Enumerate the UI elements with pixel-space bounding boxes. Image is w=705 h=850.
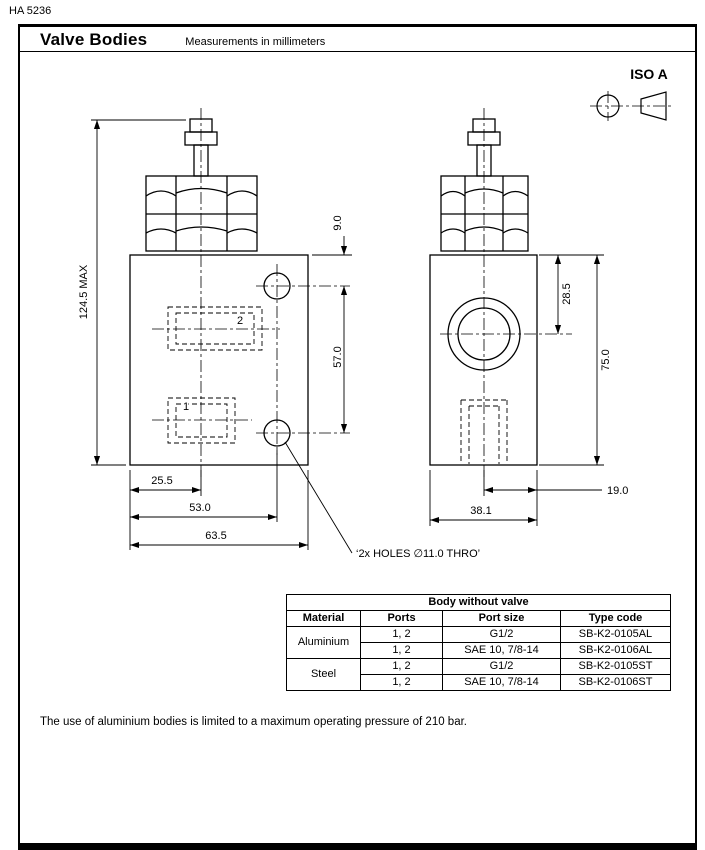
port-1-hidden-bore bbox=[167, 397, 236, 444]
body-spec-table: Body without valve Material Ports Port s… bbox=[286, 594, 671, 691]
front-view-hidden-ports bbox=[167, 306, 263, 444]
dim-label-hole-center: 53.0 bbox=[189, 502, 210, 514]
side-body-outline bbox=[429, 254, 538, 466]
side-view-dimensions: 28.5 75.0 19.0 38.1 bbox=[429, 254, 628, 526]
ports-cell: 1, 2 bbox=[360, 642, 443, 659]
table-title-row: Body without valve bbox=[286, 594, 671, 611]
footer-bar bbox=[20, 843, 695, 850]
port-size-cell: SAE 10, 7/8-14 bbox=[442, 642, 561, 659]
table-row: 1, 2 SAE 10, 7/8-14 SB-K2-0106ST bbox=[287, 674, 671, 691]
front-view-outline bbox=[129, 118, 309, 466]
holes-note: ‘2x HOLES ∅11.0 THRO’ bbox=[356, 548, 480, 560]
ports-cell: 1, 2 bbox=[360, 658, 443, 675]
port-size-cell: G1/2 bbox=[442, 626, 561, 643]
front-view-dimensions: 124.5 MAX 9.0 57.0 25.5 53.0 63.5 2 1 bbox=[78, 119, 480, 560]
port-2-hidden-bore bbox=[167, 306, 263, 351]
type-code-cell: SB-K2-0105AL bbox=[560, 626, 671, 643]
projection-cone bbox=[640, 91, 667, 121]
dim-label-port-to-top: 28.5 bbox=[561, 283, 573, 304]
material-cell: Steel bbox=[286, 658, 361, 691]
table-header-row: Material Ports Port size Type code bbox=[286, 610, 671, 627]
doc-number: HA 5236 bbox=[9, 5, 52, 17]
side-view-centerlines bbox=[440, 108, 572, 478]
dim-label-side-height: 75.0 bbox=[600, 349, 612, 370]
front-view-centerlines bbox=[152, 108, 350, 478]
port-2-label: 2 bbox=[237, 315, 243, 327]
iso-a-label: ISO A bbox=[630, 66, 668, 82]
port-size-cell: G1/2 bbox=[442, 658, 561, 675]
col-header-material: Material bbox=[286, 610, 361, 627]
front-body-outline bbox=[129, 254, 309, 466]
dim-label-center-to-edge: 19.0 bbox=[607, 485, 628, 497]
ports-cell: 1, 2 bbox=[360, 674, 443, 691]
table-row: 1, 2 SAE 10, 7/8-14 SB-K2-0106AL bbox=[287, 642, 671, 659]
side-view-outline bbox=[429, 118, 538, 466]
pressure-note: The use of aluminium bodies is limited t… bbox=[40, 716, 467, 728]
iso-projection-symbol: ISO A bbox=[590, 66, 674, 121]
dim-label-side-width: 38.1 bbox=[470, 505, 491, 517]
page-frame: Valve Bodies Measurements in millimeters bbox=[18, 24, 697, 850]
material-cell: Aluminium bbox=[286, 626, 361, 659]
col-header-type-code: Type code bbox=[560, 610, 671, 627]
dim-label-hole-to-top: 9.0 bbox=[332, 215, 344, 230]
dim-label-height-max: 124.5 MAX bbox=[78, 264, 90, 319]
side-view-hidden-bore bbox=[460, 399, 508, 464]
page-title: Valve Bodies bbox=[40, 30, 148, 49]
port-1-label: 1 bbox=[183, 401, 189, 413]
type-code-cell: SB-K2-0106ST bbox=[560, 674, 671, 691]
col-header-port-size: Port size bbox=[442, 610, 561, 627]
type-code-cell: SB-K2-0106AL bbox=[560, 642, 671, 659]
col-header-ports: Ports bbox=[360, 610, 443, 627]
dim-label-hole-spacing: 57.0 bbox=[332, 346, 344, 367]
type-code-cell: SB-K2-0105ST bbox=[560, 658, 671, 675]
dim-label-front-width: 63.5 bbox=[205, 530, 226, 542]
port-size-cell: SAE 10, 7/8-14 bbox=[442, 674, 561, 691]
dim-label-port-center: 25.5 bbox=[151, 475, 172, 487]
page-subtitle: Measurements in millimeters bbox=[185, 36, 326, 48]
table-title: Body without valve bbox=[286, 594, 671, 611]
ports-cell: 1, 2 bbox=[360, 626, 443, 643]
table-row: Steel 1, 2 G1/2 SB-K2-0105ST bbox=[286, 658, 671, 691]
page-header: Valve Bodies Measurements in millimeters bbox=[20, 27, 695, 52]
table-row: Aluminium 1, 2 G1/2 SB-K2-0105AL bbox=[286, 626, 671, 659]
